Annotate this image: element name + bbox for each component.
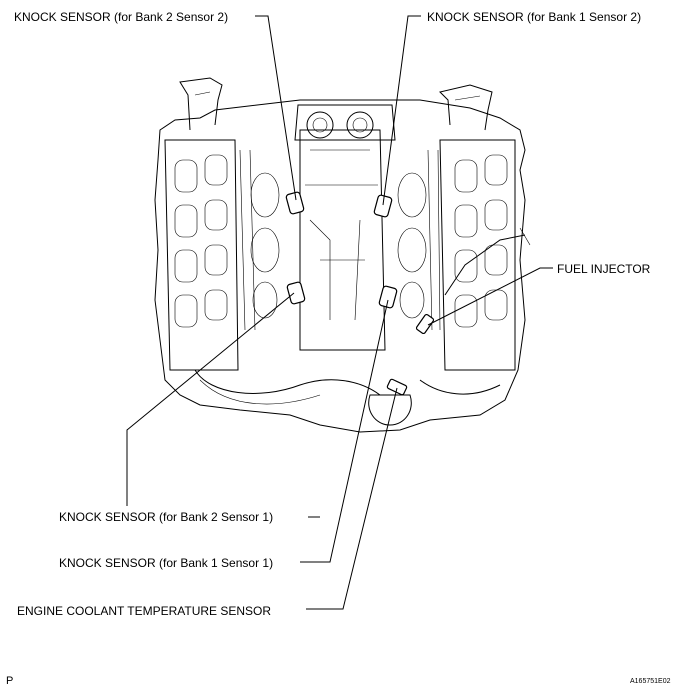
knock-sensor-bank1-sensor1	[378, 285, 398, 309]
engine-coolant-temperature-sensor	[386, 378, 408, 396]
figure-code: A165751E02	[630, 678, 671, 685]
knock-sensor-bank1-sensor2	[373, 194, 393, 218]
leader-lines	[126, 15, 553, 610]
label-knock-sensor-bank2-sensor2: KNOCK SENSOR (for Bank 2 Sensor 2)	[14, 10, 229, 24]
label-knock-sensor-bank2-sensor1: KNOCK SENSOR (for Bank 2 Sensor 1)	[59, 510, 274, 524]
label-knock-sensor-bank1-sensor2: KNOCK SENSOR (for Bank 1 Sensor 2)	[427, 10, 642, 24]
label-knock-sensor-bank1-sensor1: KNOCK SENSOR (for Bank 1 Sensor 1)	[59, 556, 274, 570]
knock-sensor-bank2-sensor2	[285, 191, 305, 215]
corner-letter: P	[6, 675, 14, 687]
knock-sensor-bank2-sensor1	[286, 281, 306, 305]
label-fuel-injector: FUEL INJECTOR	[557, 262, 651, 276]
fuel-injector	[415, 313, 435, 335]
label-engine-coolant-temperature-sensor: ENGINE COOLANT TEMPERATURE SENSOR	[17, 604, 272, 618]
engine-outline	[154, 77, 531, 433]
